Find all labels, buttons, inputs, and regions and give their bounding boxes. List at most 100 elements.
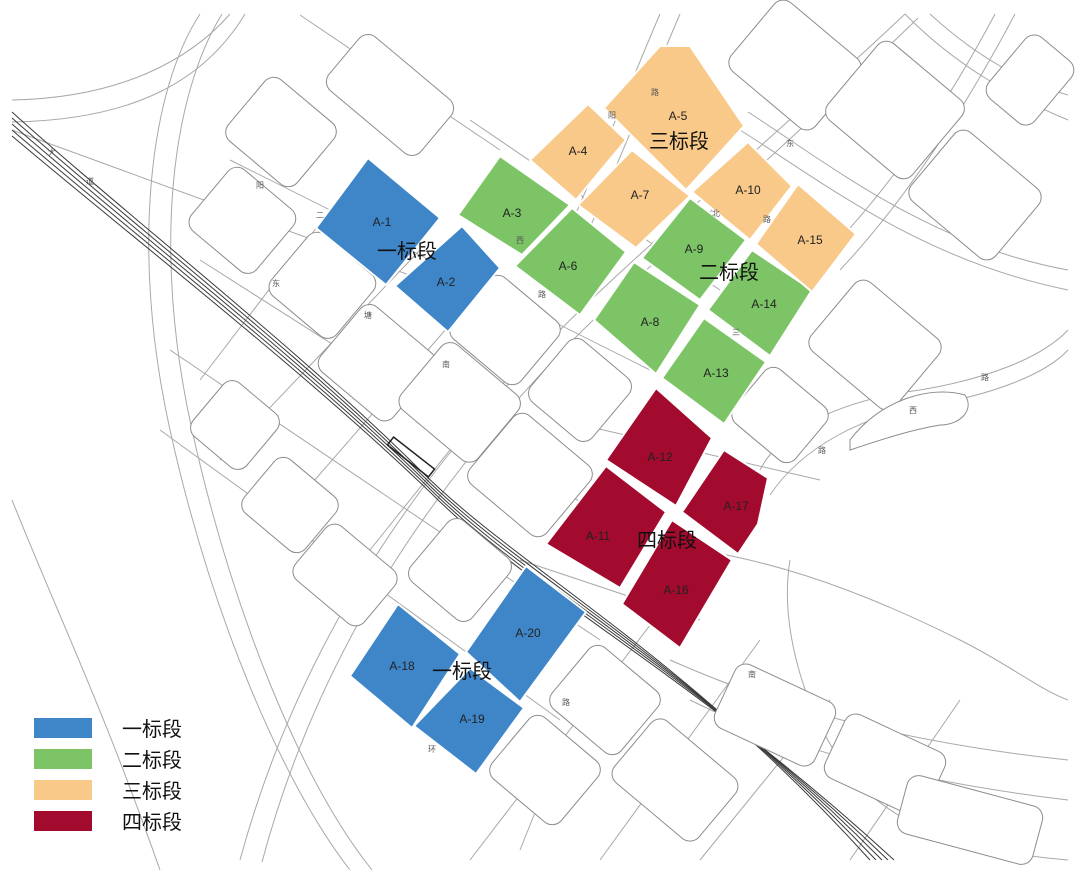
legend-swatch-section-1 <box>34 717 92 738</box>
parcel-a1-label: A-1 <box>373 215 392 229</box>
parcel-a13-shape[interactable] <box>661 317 767 425</box>
parcel-a19-label: A-19 <box>459 712 485 726</box>
legend-item-section-2: 二标段 <box>34 743 182 774</box>
section-1-south-label: 一标段 <box>432 659 492 683</box>
legend-label-section-1: 一标段 <box>122 717 182 741</box>
parcel-a18-label: A-18 <box>389 659 415 673</box>
parcel-a18-shape[interactable] <box>349 603 461 729</box>
parcel-a2-label: A-2 <box>437 275 456 289</box>
parcel-a7[interactable]: A-7 <box>577 149 691 249</box>
parcel-a19-shape[interactable] <box>413 667 525 775</box>
parcel-a19[interactable]: A-19 <box>413 667 525 775</box>
pond-outline <box>849 391 969 451</box>
parcel-a16-label: A-16 <box>663 583 689 597</box>
parcel-a16-shape[interactable] <box>621 519 733 649</box>
road-char: 环 <box>428 745 436 754</box>
legend-swatch-section-2 <box>34 748 92 769</box>
parcel-a8-shape[interactable] <box>593 261 701 375</box>
road-char: 西 <box>516 236 524 245</box>
parcel-a10[interactable]: A-10 <box>691 141 793 241</box>
section-2-label: 二标段 <box>699 260 759 284</box>
parcel-a3-shape[interactable] <box>457 155 571 256</box>
parcel-a20-label: A-20 <box>515 626 541 640</box>
parcel-a13[interactable]: A-13 <box>661 317 767 425</box>
parcel-a12[interactable]: A-12 <box>605 387 713 507</box>
road-char: 东 <box>786 138 794 148</box>
parcel-a2-shape[interactable] <box>394 225 501 333</box>
parcel-a17-shape[interactable] <box>681 449 769 555</box>
road-char: 阳 <box>608 111 616 120</box>
parcel-a5-shape[interactable] <box>603 45 745 191</box>
legend-item-section-3: 三标段 <box>34 774 182 805</box>
road-char: 大 <box>48 147 56 157</box>
parcel-a6-shape[interactable] <box>514 207 627 316</box>
road-char: 阳 <box>256 181 264 190</box>
parcel-a9-shape[interactable] <box>641 197 747 301</box>
parcel-a9-label: A-9 <box>685 242 704 256</box>
parcel-a4-label: A-4 <box>569 144 588 158</box>
section-4-label: 四标段 <box>637 528 697 552</box>
parcel-a4-shape[interactable] <box>529 103 627 201</box>
legend-item-section-4: 四标段 <box>34 805 182 836</box>
parcel-a14-shape[interactable] <box>707 249 813 357</box>
parcel-a15[interactable]: A-15 <box>755 183 857 293</box>
road-char: 西 <box>909 406 917 415</box>
parcel-a6-label: A-6 <box>559 259 578 273</box>
parcel-a16[interactable]: A-16 <box>621 519 733 649</box>
parcel-a11-label: A-11 <box>586 529 611 543</box>
parcel-a15-shape[interactable] <box>755 183 857 293</box>
parcel-a17-label: A-17 <box>723 499 749 513</box>
legend-label-section-3: 三标段 <box>122 779 182 803</box>
legend-item-section-1: 一标段 <box>34 712 182 743</box>
road-char: 路 <box>538 289 546 299</box>
road-name-chars: 大 道 阳 二 东 塘 南 西 路 阳 路 北 路 三 东 路 西 路 南 路 … <box>48 87 989 754</box>
road-char: 路 <box>818 445 826 455</box>
parcel-a2[interactable]: A-2 <box>394 225 501 333</box>
parcel-a14-label: A-14 <box>751 297 777 311</box>
parcel-a1-shape[interactable] <box>315 157 441 286</box>
parcel-a10-label: A-10 <box>735 183 761 197</box>
parcel-a7-label: A-7 <box>631 188 650 202</box>
road-char: 南 <box>748 669 756 679</box>
legend: 一标段 二标段 三标段 四标段 <box>34 712 182 836</box>
road-char: 二 <box>316 211 324 220</box>
parcel-a17[interactable]: A-17 <box>681 449 769 555</box>
road-char: 东 <box>272 278 280 288</box>
road-char: 路 <box>763 214 771 224</box>
legend-swatch-section-3 <box>34 779 92 800</box>
parcel-a14[interactable]: A-14 <box>707 249 813 357</box>
section-1-north-label: 一标段 <box>377 239 437 263</box>
parcel-a7-shape[interactable] <box>577 149 691 249</box>
road-char: 路 <box>562 697 570 707</box>
parcel-a5-label: A-5 <box>669 109 688 123</box>
parcel-a5[interactable]: A-5 <box>603 45 745 191</box>
parcel-a3-label: A-3 <box>503 206 522 220</box>
parcel-a12-label: A-12 <box>647 450 673 464</box>
section-3-label: 三标段 <box>649 129 709 153</box>
parcel-a6[interactable]: A-6 <box>514 207 627 316</box>
road-char: 塘 <box>364 310 372 320</box>
parcel-a12-shape[interactable] <box>605 387 713 507</box>
parcel-a8[interactable]: A-8 <box>593 261 701 375</box>
road-char: 道 <box>86 176 94 186</box>
legend-label-section-4: 四标段 <box>122 810 182 834</box>
parcel-a20[interactable]: A-20 <box>465 565 587 703</box>
parcel-a3[interactable]: A-3 <box>457 155 571 256</box>
parcel-a8-label: A-8 <box>641 315 660 329</box>
parcel-a11[interactable]: A-11 <box>545 465 667 589</box>
parcel-a18[interactable]: A-18 <box>349 603 461 729</box>
parcel-a13-label: A-13 <box>703 366 729 380</box>
road-char: 三 <box>732 328 740 337</box>
parcel-a10-shape[interactable] <box>691 141 793 241</box>
road-char: 南 <box>442 359 450 369</box>
parcel-a11-shape[interactable] <box>545 465 667 589</box>
parcels-layer: A-1 A-2 A-3 A-6 A-9 A-8 A-14 A-13 <box>315 45 857 775</box>
parcel-a1[interactable]: A-1 <box>315 157 441 286</box>
parcel-a9[interactable]: A-9 <box>641 197 747 301</box>
parcel-a4[interactable]: A-4 <box>529 103 627 201</box>
station-platform <box>386 435 436 479</box>
parcel-a20-shape[interactable] <box>465 565 587 703</box>
legend-label-section-2: 二标段 <box>122 748 182 772</box>
road-char: 路 <box>981 372 989 382</box>
